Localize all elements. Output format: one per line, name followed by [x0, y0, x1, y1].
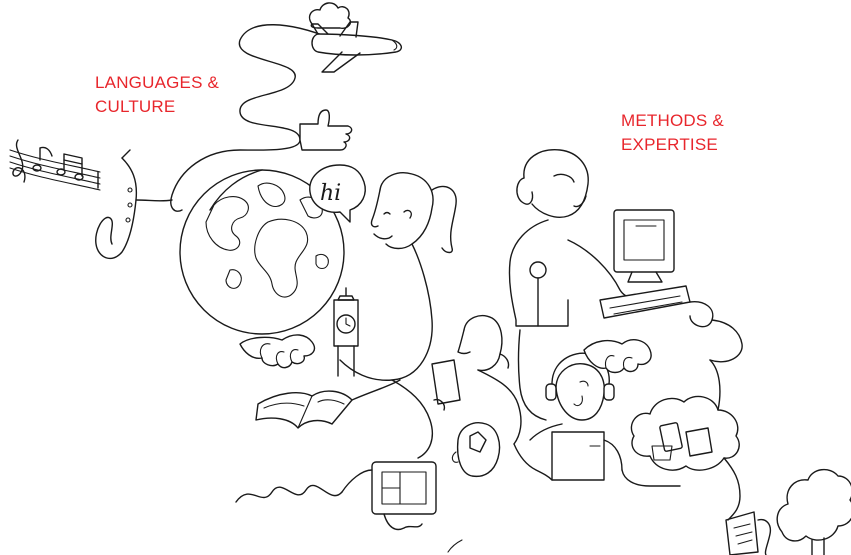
languages-culture-heading: LANGUAGES & CULTURE — [95, 71, 219, 119]
globe-icon — [179, 169, 345, 335]
methods-heading-line1: METHODS & — [621, 111, 724, 130]
reader-icon — [725, 511, 772, 555]
languages-heading-line1: LANGUAGES & — [95, 73, 220, 92]
big-ben-clock-icon — [333, 287, 359, 377]
connecting-line-right — [517, 329, 741, 521]
woman-ponytail-icon — [339, 172, 457, 381]
speech-bubble-text: hi — [320, 181, 341, 206]
methods-expertise-heading: METHODS & EXPERTISE — [621, 109, 724, 157]
connecting-line-top — [170, 24, 331, 212]
man-tablet-icon — [235, 422, 501, 531]
tree-icon — [776, 469, 851, 555]
woman-computer-icon — [508, 149, 743, 363]
handshake-icon — [239, 334, 316, 369]
music-notes-icon — [9, 139, 101, 191]
speech-bubble-icon: hi — [309, 164, 366, 223]
saxophone-icon — [95, 149, 173, 260]
pen-icon — [447, 539, 463, 553]
man-headset-laptop-icon — [529, 352, 623, 481]
thumbs-up-icon — [299, 109, 353, 151]
methods-heading-line2: EXPERTISE — [621, 135, 718, 154]
connecting-line-middle — [391, 379, 553, 481]
handshake-right-icon — [583, 339, 652, 374]
airplane-icon — [311, 21, 403, 73]
cloud-icon — [308, 2, 352, 30]
cloud-devices-icon — [630, 395, 740, 471]
open-book-icon — [255, 379, 401, 429]
woman-reading-icon — [431, 314, 522, 445]
languages-heading-line2: CULTURE — [95, 97, 176, 116]
